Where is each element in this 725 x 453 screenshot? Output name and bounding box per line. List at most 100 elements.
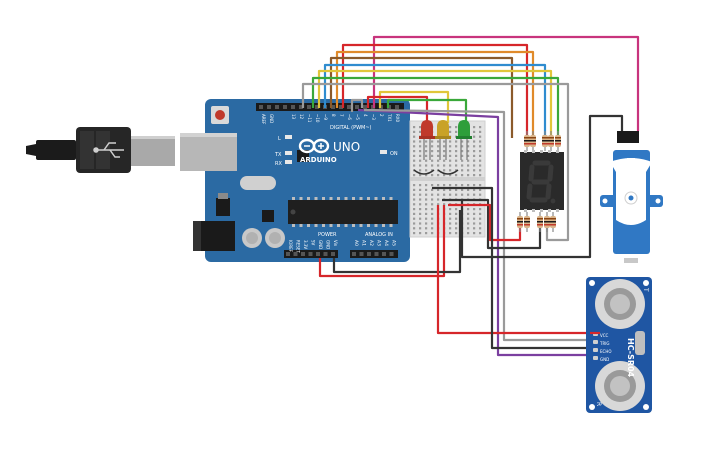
breadboard-hole bbox=[467, 227, 470, 230]
breadboard-hole bbox=[473, 193, 476, 196]
servo-motor bbox=[600, 131, 663, 263]
digital-pin-label: 8 bbox=[331, 114, 336, 117]
wire-red-vcc bbox=[436, 205, 600, 335]
breadboard-hole bbox=[467, 208, 470, 211]
breadboard-hole bbox=[473, 212, 476, 215]
breadboard-hole bbox=[431, 193, 434, 196]
resistor bbox=[517, 212, 523, 232]
resistor bbox=[524, 212, 530, 232]
breadboard-hole bbox=[461, 188, 464, 191]
breadboard-hole bbox=[479, 174, 482, 177]
breadboard-hole bbox=[449, 217, 452, 220]
usb-icon bbox=[93, 142, 124, 158]
resistor bbox=[530, 131, 536, 151]
header-pin bbox=[315, 105, 319, 109]
breadboard-hole bbox=[455, 130, 458, 133]
digital-pin-label: 7 bbox=[339, 114, 344, 117]
led-red bbox=[419, 120, 435, 160]
breadboard-hole bbox=[431, 159, 434, 162]
breadboard-hole bbox=[449, 222, 452, 225]
breadboard-hole bbox=[467, 154, 470, 157]
chip-leg bbox=[382, 224, 385, 227]
breadboard-hole bbox=[431, 150, 434, 153]
header-pin bbox=[347, 105, 351, 109]
breadboard-hole bbox=[443, 203, 446, 206]
breadboard-hole bbox=[437, 184, 440, 187]
sensor-letter-t: T bbox=[642, 287, 649, 292]
wire-blue bbox=[323, 63, 547, 138]
breadboard-hole bbox=[467, 193, 470, 196]
breadboard-hole bbox=[419, 159, 422, 162]
breadboard-hole bbox=[467, 184, 470, 187]
breadboard-hole bbox=[431, 203, 434, 206]
breadboard-hole bbox=[425, 159, 428, 162]
breadboard-hole bbox=[479, 212, 482, 215]
breadboard-hole bbox=[419, 193, 422, 196]
breadboard-hole bbox=[479, 227, 482, 230]
resistor-bank-bottom bbox=[517, 212, 556, 232]
analog-pin-label: A3 bbox=[376, 240, 382, 246]
breadboard-hole bbox=[419, 227, 422, 230]
crystal bbox=[240, 176, 276, 190]
breadboard-hole bbox=[437, 145, 440, 148]
sensor-pin-trig: TRIG bbox=[599, 341, 610, 346]
breadboard-hole bbox=[419, 126, 422, 129]
breadboard-hole bbox=[479, 217, 482, 220]
wire-red-power bbox=[318, 205, 446, 278]
breadboard-hole bbox=[419, 154, 422, 157]
wire-black-loop bbox=[442, 198, 542, 250]
gnd-label: GND bbox=[269, 114, 274, 123]
breadboard-hole bbox=[419, 174, 422, 177]
chip-leg bbox=[314, 224, 318, 227]
wire-red-top bbox=[341, 43, 529, 138]
header-pin bbox=[331, 252, 335, 256]
breadboard-hole bbox=[437, 203, 440, 206]
breadboard-hole bbox=[413, 198, 416, 201]
breadboard-hole bbox=[473, 188, 476, 191]
breadboard-hole bbox=[437, 198, 440, 201]
breadboard-hole bbox=[449, 212, 452, 215]
header-pin bbox=[367, 252, 371, 256]
header-pin bbox=[374, 252, 379, 256]
wire-black-servo-ret bbox=[460, 127, 592, 259]
breadboard-hole bbox=[461, 150, 464, 153]
l-led-label: L bbox=[278, 136, 281, 142]
digital-pin-label: ~11 bbox=[307, 114, 312, 123]
header-pin bbox=[308, 252, 313, 256]
usb-cable bbox=[26, 127, 175, 173]
breadboard-hole bbox=[455, 184, 458, 187]
breadboard-hole bbox=[413, 208, 416, 211]
breadboard-hole bbox=[449, 169, 452, 172]
chip-leg bbox=[314, 197, 318, 200]
chip-leg bbox=[382, 197, 385, 200]
breadboard-hole bbox=[443, 164, 446, 167]
breadboard-hole bbox=[449, 150, 452, 153]
breadboard-hole bbox=[455, 140, 458, 143]
breadboard-hole bbox=[455, 159, 458, 162]
breadboard-hole bbox=[425, 203, 428, 206]
breadboard-hole bbox=[443, 174, 446, 177]
aref-label: AREF bbox=[261, 114, 266, 125]
breadboard-hole bbox=[449, 140, 452, 143]
breadboard-hole bbox=[467, 159, 470, 162]
header-pin bbox=[363, 105, 367, 109]
breadboard-hole bbox=[413, 154, 416, 157]
breadboard-hole bbox=[473, 227, 476, 230]
breadboard-hole bbox=[419, 184, 422, 187]
sensor-header-pin bbox=[593, 356, 598, 360]
breadboard-hole bbox=[431, 212, 434, 215]
breadboard-hole bbox=[419, 222, 422, 225]
chip-leg bbox=[292, 224, 295, 227]
breadboard-hole bbox=[425, 154, 428, 157]
rx-led-label: RX bbox=[275, 161, 282, 167]
breadboard-hole bbox=[413, 159, 416, 162]
breadboard-hole bbox=[473, 184, 476, 187]
resistor-bank-top bbox=[524, 131, 561, 151]
breadboard-hole bbox=[449, 174, 452, 177]
chip-leg bbox=[337, 197, 340, 200]
breadboard-hole bbox=[467, 174, 470, 177]
breadboard-hole bbox=[425, 217, 428, 220]
breadboard-hole bbox=[461, 164, 464, 167]
breadboard-hole bbox=[461, 184, 464, 187]
